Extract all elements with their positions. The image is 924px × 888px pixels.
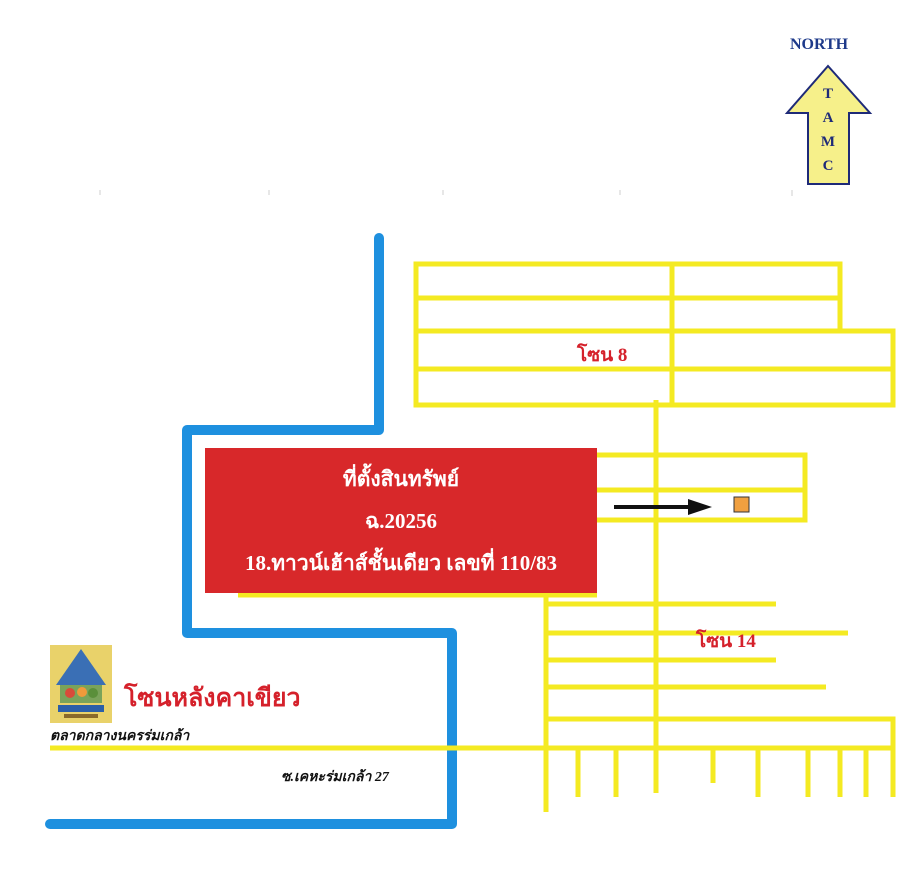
zone-8-lanes — [413, 261, 896, 408]
zone-8-label: โซน 8 — [577, 345, 628, 366]
arrow-letter-a: A — [822, 110, 834, 126]
north-label: NORTH — [790, 36, 849, 53]
property-description: 18.ทาวน์เฮ้าส์ชั้นเดียว เลขที่ 110/83 — [244, 550, 558, 575]
property-marker — [733, 496, 750, 513]
market-name-label: ตลาดกลางนครร่มเกล้า — [50, 729, 190, 744]
arrow-letter-c: C — [822, 158, 834, 174]
property-title: ที่ตั้งสินทรัพย์ — [342, 466, 460, 491]
main-road — [45, 233, 457, 829]
property-info-box: ที่ตั้งสินทรัพย์ ฉ.20256 18.ทาวน์เฮ้าส์ช… — [205, 448, 597, 593]
arrow-letter-m: M — [820, 134, 836, 150]
market-logo — [50, 645, 112, 723]
direction-arrow — [614, 499, 712, 515]
zone-back-market-label: โซนหลังคาเขียว — [124, 685, 301, 712]
property-code: ฉ.20256 — [364, 508, 438, 533]
north-arrow-shape — [784, 64, 873, 185]
soi-name-label: ซ.เคหะร่มเกล้า 27 — [281, 770, 389, 785]
zone-14-lanes — [543, 595, 896, 812]
scan-specks — [99, 190, 793, 196]
arrow-letter-t: T — [822, 86, 833, 102]
zone-14-label: โซน 14 — [696, 631, 756, 652]
center-lane — [238, 400, 808, 793]
